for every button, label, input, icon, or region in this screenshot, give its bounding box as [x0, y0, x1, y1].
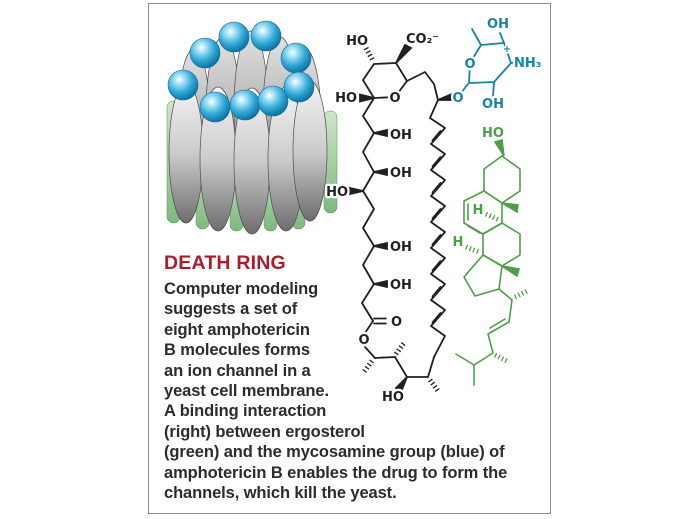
- blue-sphere: [280, 42, 312, 74]
- charge-label: +: [503, 44, 511, 55]
- caption-line: suggests a set of: [164, 300, 298, 319]
- atom-label: HO: [482, 126, 504, 141]
- wedge-bond: [437, 92, 453, 101]
- caption-block: DEATH RING Computer modeling suggests a …: [164, 252, 507, 503]
- blue-sphere: [257, 85, 289, 117]
- blue-sphere: [250, 20, 282, 52]
- wedge-bond: [373, 241, 388, 251]
- atom-label: OH: [390, 240, 412, 255]
- caption-line: B molecules forms: [164, 341, 310, 360]
- caption-line: Computer modeling: [164, 280, 319, 298]
- atom-label: OH: [390, 128, 412, 143]
- blue-sphere: [189, 37, 221, 69]
- atom-label: HO: [346, 34, 368, 49]
- caption-line: yeast cell membrane.: [164, 382, 329, 401]
- atom-label: O: [389, 91, 400, 106]
- hashed-bond: [484, 211, 501, 223]
- atom-label: HO: [335, 91, 357, 106]
- wedge-bond: [373, 167, 388, 177]
- wedge-bond: [493, 138, 505, 157]
- mycosamine-spheres: [167, 20, 315, 123]
- atom-label: HO: [326, 185, 348, 200]
- amphotericin-b-structure: HO CO₂⁻ HO O OH OH HO OH OH O O HO: [324, 30, 453, 407]
- atom-label: O: [452, 91, 463, 106]
- atom-label: O: [358, 333, 369, 348]
- mycosamine-structure: O O OH + NH₃ OH: [450, 15, 544, 115]
- hashed-bond: [363, 46, 376, 63]
- hashed-bond: [513, 288, 529, 300]
- headline: DEATH RING: [164, 252, 286, 274]
- atom-label: H: [453, 235, 464, 250]
- atom-label: OH: [390, 278, 412, 293]
- caption-line: an ion channel in a: [164, 361, 311, 380]
- wedge-bond: [373, 128, 388, 138]
- caption-line: amphotericin B enables the drug to form …: [164, 463, 508, 482]
- amphotericin-bonds: [349, 43, 453, 394]
- molecule-pod: [168, 82, 204, 224]
- atom-label: OH: [482, 97, 504, 112]
- atom-label: O: [464, 57, 475, 72]
- ergosterol-structure: HO H H: [450, 124, 529, 386]
- wedge-bond: [359, 93, 375, 103]
- wedge-bond: [394, 376, 408, 394]
- blue-sphere: [229, 89, 261, 121]
- ergosterol-bonds: [455, 138, 529, 386]
- caption-line: channels, which kill the yeast.: [164, 484, 397, 503]
- atom-label: OH: [487, 17, 509, 32]
- ion-channel-illustration: [166, 20, 338, 235]
- caption-line: A binding interaction: [164, 402, 327, 421]
- diagram-canvas: HO CO₂⁻ HO O OH OH HO OH OH O O HO: [166, 15, 544, 407]
- blue-sphere: [167, 69, 199, 101]
- caption-line: (green) and the mycosamine group (blue) …: [164, 443, 505, 462]
- mycosamine-bonds: [460, 28, 517, 97]
- infographic-panel: HO CO₂⁻ HO O OH OH HO OH OH O O HO: [148, 3, 551, 514]
- atom-label: HO: [382, 390, 404, 405]
- atom-label: O: [391, 315, 402, 330]
- caption-line: eight amphotericin: [164, 320, 310, 339]
- atom-label: NH₃: [514, 56, 541, 71]
- atom-label: OH: [390, 166, 412, 181]
- atom-label: CO₂⁻: [406, 32, 439, 47]
- wedge-bond: [501, 265, 521, 278]
- blue-sphere: [218, 21, 250, 53]
- wedge-bond: [349, 186, 364, 196]
- wedge-bond: [501, 202, 519, 214]
- hashed-bond: [361, 359, 374, 375]
- blue-sphere: [199, 91, 231, 123]
- caption-line: (right) between ergosterol: [164, 422, 365, 441]
- atom-label: H: [473, 203, 484, 218]
- front-molecule-pods: [168, 80, 328, 235]
- blue-sphere: [283, 71, 315, 103]
- wedge-bond: [373, 279, 388, 289]
- wedge-bond: [395, 43, 413, 64]
